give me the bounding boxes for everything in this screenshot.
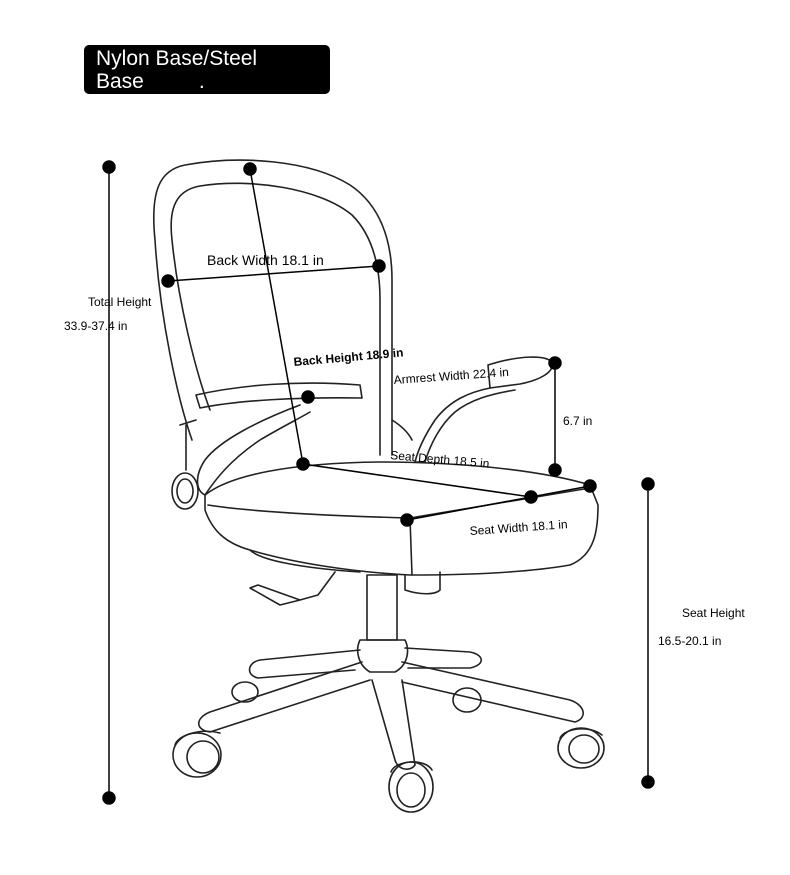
base-leg-front-left — [197, 661, 371, 733]
height-knob — [171, 472, 199, 510]
seat-height-label: Seat Height — [682, 606, 745, 620]
badge-dot: . — [198, 70, 205, 93]
seat-mechanism — [404, 571, 441, 595]
caster-back-right — [452, 687, 482, 713]
caster-back-left — [231, 681, 259, 703]
base-hub — [356, 639, 409, 673]
back-width-line — [167, 265, 380, 282]
left-armrest-pad — [195, 382, 363, 409]
base-type-badge: Nylon Base/Steel Base . — [84, 45, 330, 94]
caster-front-right — [557, 727, 605, 769]
left-arm-bracket — [179, 419, 197, 471]
seat-cushion — [204, 461, 599, 576]
tilt-lever — [249, 571, 336, 606]
base-leg-front-right — [401, 661, 584, 723]
back-height-line — [249, 168, 304, 465]
seat-width-line — [406, 485, 591, 521]
caster-front-left — [172, 732, 222, 778]
left-armrest-support — [196, 404, 311, 496]
caster-front — [388, 761, 434, 813]
badge-line-2: Base — [96, 70, 144, 93]
seat-depth-line — [302, 463, 532, 498]
base-leg-back-left — [248, 649, 361, 679]
back-height-label: Back Height 18.9 in — [293, 345, 404, 369]
armrest-height-value: 6.7 in — [563, 414, 593, 428]
base-leg-front — [371, 679, 416, 770]
total-height-value: 33.9-37.4 in — [64, 319, 128, 333]
backrest-inner — [170, 182, 381, 456]
seat-height-value: 16.5-20.1 in — [658, 634, 722, 648]
badge-line-1: Nylon Base/Steel — [96, 47, 258, 70]
armrest-width-label: Armrest Width 22.4 in — [393, 365, 509, 387]
seat-edge — [207, 487, 591, 519]
seat-depth-label: Seat Depth 18.5 in — [390, 448, 490, 471]
back-width-label: Back Width 18.1 in — [207, 252, 324, 268]
chair-outline — [153, 159, 605, 813]
backrest-outer — [153, 159, 393, 456]
dimension-markers — [102, 160, 655, 805]
total-height-label: Total Height — [88, 295, 152, 309]
base-leg-back-right — [404, 647, 483, 669]
gas-cylinder — [366, 574, 398, 641]
seat-width-label: Seat Width 18.1 in — [469, 517, 568, 538]
